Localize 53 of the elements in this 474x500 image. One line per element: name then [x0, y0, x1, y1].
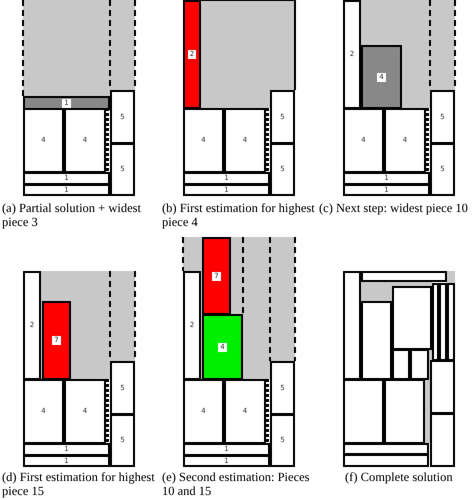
piece-rect: [183, 184, 270, 196]
piece-rect: [110, 143, 135, 196]
piece-rect: [270, 90, 295, 144]
piece-rect: [183, 379, 224, 444]
piece-rect: [430, 90, 455, 144]
piece-rect: [270, 143, 295, 196]
piece-rect: [343, 108, 384, 173]
piece-rect: [430, 143, 455, 196]
piece-rect: [361, 45, 402, 109]
subfigure-caption: (f) Complete solution: [345, 470, 454, 484]
empty-piece-rect: [439, 283, 447, 361]
subfigure-caption: (c) Next step: widest piece 10: [319, 201, 469, 215]
piece-rect: [224, 108, 266, 173]
empty-piece-rect: [343, 379, 384, 444]
piece-rect: [183, 108, 224, 173]
piece-rect: [183, 0, 201, 109]
piece-rect: [343, 0, 361, 109]
empty-piece-rect: [410, 349, 429, 380]
piece-rect: [183, 271, 201, 380]
piece-rect: [183, 172, 270, 185]
piece-rect: [42, 301, 71, 380]
piece-rect: [23, 455, 110, 467]
subfigure-caption: (e) Second estimation: Pieces 10 and 15: [162, 470, 311, 498]
piece-rect: [384, 108, 426, 173]
piece-rect: [23, 271, 41, 380]
piece-rect: [23, 172, 110, 185]
piece-rect: [64, 379, 106, 444]
piece-rect: [64, 108, 106, 173]
piece-rect: [183, 455, 270, 467]
piece-rect: [343, 172, 430, 185]
empty-piece-rect: [343, 454, 429, 467]
empty-piece-rect: [384, 379, 425, 444]
piece-rect: [23, 184, 110, 196]
piece-rect: [23, 443, 110, 456]
empty-piece-rect: [432, 283, 439, 361]
piece-rect: [343, 184, 430, 196]
subfigure-caption: (b) First estimation for highest piece 4: [162, 201, 316, 229]
piece-rect: [202, 314, 243, 380]
piece-rect: [23, 379, 64, 444]
subfigure-caption: (d) First estimation for highest piece 15: [2, 470, 156, 498]
piece-rect: [23, 108, 64, 173]
empty-piece-rect: [343, 443, 429, 455]
piece-rect: [110, 90, 135, 144]
piece-rect: [224, 379, 266, 444]
piece-rect: [270, 414, 295, 467]
piece-rect: [110, 414, 135, 467]
piece-rect: [183, 443, 270, 456]
empty-piece-rect: [392, 349, 410, 380]
subfigure-caption: (a) Partial solution + widest piece 3: [2, 201, 142, 229]
empty-piece-rect: [343, 271, 361, 380]
piece-rect: [110, 361, 135, 415]
piece-rect: [202, 237, 231, 315]
piece-rect: [270, 361, 295, 415]
